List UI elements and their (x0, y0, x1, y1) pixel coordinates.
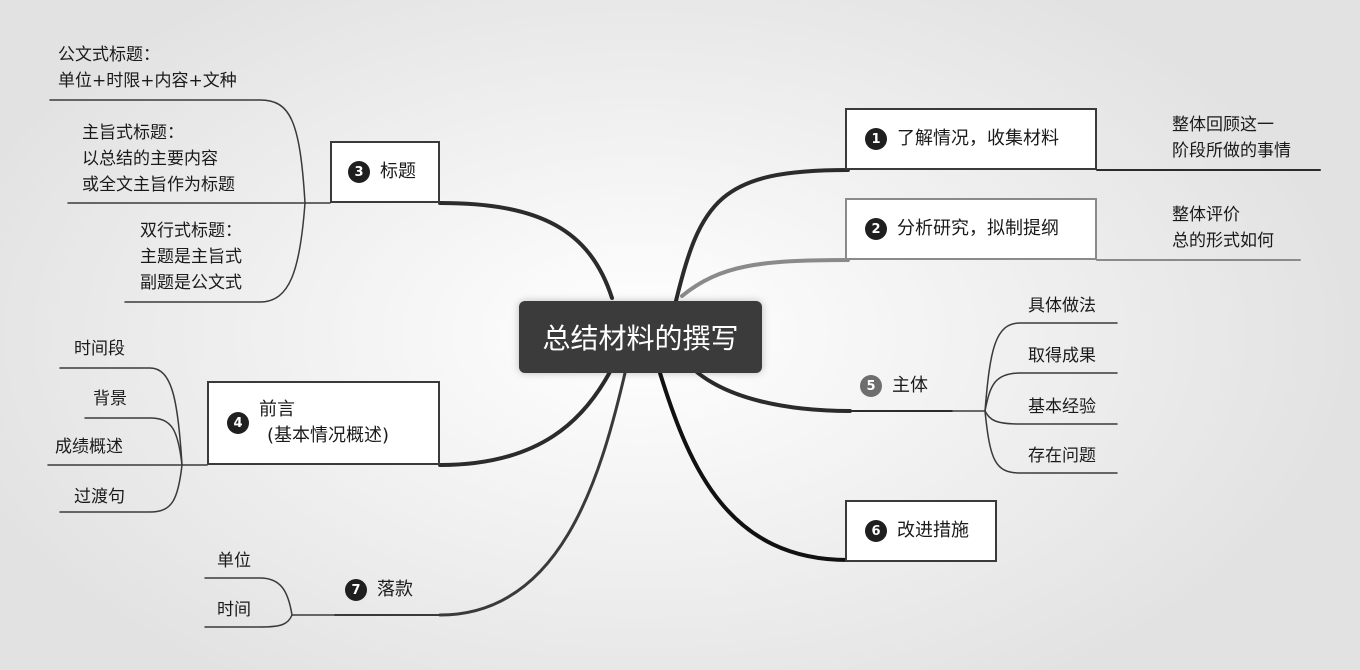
node-4-label: 前言 (基本情况概述) (259, 397, 389, 449)
branch-n6 (658, 371, 850, 562)
child-line: 副题是公文式 (140, 273, 242, 293)
node-1-label: 了解情况，收集材料 (897, 128, 1059, 149)
node-7[interactable]: 7 落款 (345, 570, 435, 610)
branch-n5 (688, 364, 852, 413)
badge-3: 3 (348, 161, 370, 183)
node-4-child-4[interactable]: 过渡句 (74, 487, 125, 507)
central-topic[interactable]: 总结材料的撰写 (519, 301, 762, 373)
node-6-label: 改进措施 (897, 520, 969, 541)
node-5-child-2[interactable]: 取得成果 (1028, 346, 1096, 366)
child-line: 单位+时限+内容+文种 (58, 71, 237, 91)
child-line: 双行式标题： (140, 221, 242, 241)
node-7-child-1[interactable]: 单位 (217, 551, 251, 571)
node-1[interactable]: 1 了解情况，收集材料 (845, 108, 1097, 170)
note-1-line-1: 整体回顾这一 (1172, 115, 1274, 135)
badge-1: 1 (865, 128, 887, 150)
branch-n7 (438, 371, 627, 617)
note-2-line-2: 总的形式如何 (1172, 231, 1274, 251)
node-4-child-2[interactable]: 背景 (93, 389, 127, 409)
node-4-child-3[interactable]: 成绩概述 (55, 437, 123, 457)
badge-6: 6 (865, 520, 887, 542)
child-line: 主题是主旨式 (140, 247, 242, 267)
note-2-line-1: 整体评价 (1172, 205, 1240, 225)
node-3[interactable]: 3 标题 (330, 141, 440, 203)
child-line: 或全文主旨作为标题 (82, 175, 235, 195)
node-6[interactable]: 6 改进措施 (845, 500, 997, 562)
child-line: 主旨式标题： (82, 123, 184, 143)
node-3-label: 标题 (380, 161, 416, 182)
central-topic-title: 总结材料的撰写 (542, 322, 739, 355)
node-5-child-1[interactable]: 具体做法 (1028, 296, 1096, 316)
node-5-child-4[interactable]: 存在问题 (1028, 446, 1096, 466)
note-1: 整体回顾这一 阶段所做的事情 (1172, 112, 1291, 164)
node-3-child-1[interactable]: 公文式标题： 单位+时限+内容+文种 (58, 42, 237, 94)
node-2-label: 分析研究，拟制提纲 (897, 218, 1059, 239)
node-7-child-2[interactable]: 时间 (217, 600, 251, 620)
child-line: 公文式标题： (58, 45, 160, 65)
node-7-label: 落款 (377, 579, 413, 600)
node-4-label-line-1: 前言 (259, 399, 295, 420)
note-2: 整体评价 总的形式如何 (1172, 202, 1274, 254)
branch-n4 (438, 366, 614, 467)
badge-2: 2 (865, 218, 887, 240)
badge-5: 5 (860, 375, 882, 397)
branch-n3 (438, 201, 614, 300)
badge-4: 4 (227, 412, 249, 434)
node-5-child-3[interactable]: 基本经验 (1028, 397, 1096, 417)
node-3-child-2[interactable]: 主旨式标题： 以总结的主要内容 或全文主旨作为标题 (82, 120, 235, 198)
node-4[interactable]: 4 前言 (基本情况概述) (207, 381, 440, 465)
node-5[interactable]: 5 主体 (860, 366, 952, 406)
node-3-child-3[interactable]: 双行式标题： 主题是主旨式 副题是公文式 (140, 218, 242, 296)
node-4-label-line-2: (基本情况概述) (267, 425, 390, 446)
node-2[interactable]: 2 分析研究，拟制提纲 (845, 198, 1097, 260)
badge-7: 7 (345, 579, 367, 601)
branch-n2 (680, 258, 850, 298)
child-line: 以总结的主要内容 (82, 149, 218, 169)
node-5-label: 主体 (892, 375, 928, 396)
branch-n1 (673, 168, 850, 307)
note-1-line-2: 阶段所做的事情 (1172, 141, 1291, 161)
node-4-child-1[interactable]: 时间段 (74, 339, 125, 359)
